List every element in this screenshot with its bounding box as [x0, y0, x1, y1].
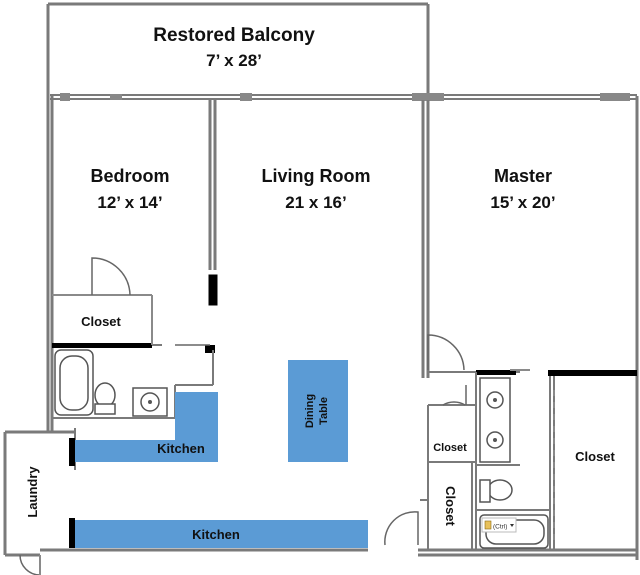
bedroom-closet-door	[91, 257, 131, 296]
dining-table-label: Dining Table	[304, 394, 330, 428]
dining-table	[288, 360, 348, 462]
hall-closet-label: Closet	[443, 486, 458, 526]
small-closet-door	[442, 401, 466, 406]
bedroom-size: 12’ x 14’	[97, 193, 162, 212]
dining-line-2: Table	[318, 397, 330, 425]
master-name: Master	[494, 166, 552, 186]
laundry-label: Laundry	[25, 466, 40, 518]
bedroom-closet-label: Closet	[81, 314, 121, 329]
dropdown-arrow-icon	[510, 524, 514, 527]
balcony-size: 7’ x 28’	[206, 51, 262, 70]
kitchen-counter-lower	[75, 520, 368, 548]
clipboard-icon	[484, 520, 492, 530]
room-labels: Restored Balcony 7’ x 28’ Bedroom 12’ x …	[25, 25, 616, 542]
laundry-door	[19, 554, 41, 575]
master-door	[427, 334, 465, 371]
interior-walls	[52, 100, 637, 550]
master-size: 15’ x 20’	[490, 193, 555, 212]
small-closet-label: Closet	[433, 442, 467, 454]
kitchen-lower-label: Kitchen	[192, 527, 240, 542]
outer-walls	[3, 2, 639, 560]
bedroom-name: Bedroom	[90, 166, 169, 186]
kitchen-upper-label: Kitchen	[157, 441, 205, 456]
living-room-name: Living Room	[262, 166, 371, 186]
balcony-name: Restored Balcony	[153, 25, 315, 46]
living-room-size: 21 x 16’	[285, 193, 346, 212]
kitchen-counters	[75, 360, 368, 548]
kitchen-counter-upper	[75, 392, 218, 462]
master-toilet-icon	[487, 479, 513, 501]
window-line	[50, 93, 637, 101]
master-closet-label: Closet	[575, 449, 615, 464]
paste-tag-label: (Ctrl)	[493, 524, 507, 531]
dining-line-1: Dining	[304, 394, 316, 428]
doors	[19, 257, 530, 575]
paste-options-tag[interactable]: (Ctrl)	[481, 517, 517, 533]
entry-door	[384, 511, 419, 546]
double-sink-icon	[479, 377, 511, 463]
